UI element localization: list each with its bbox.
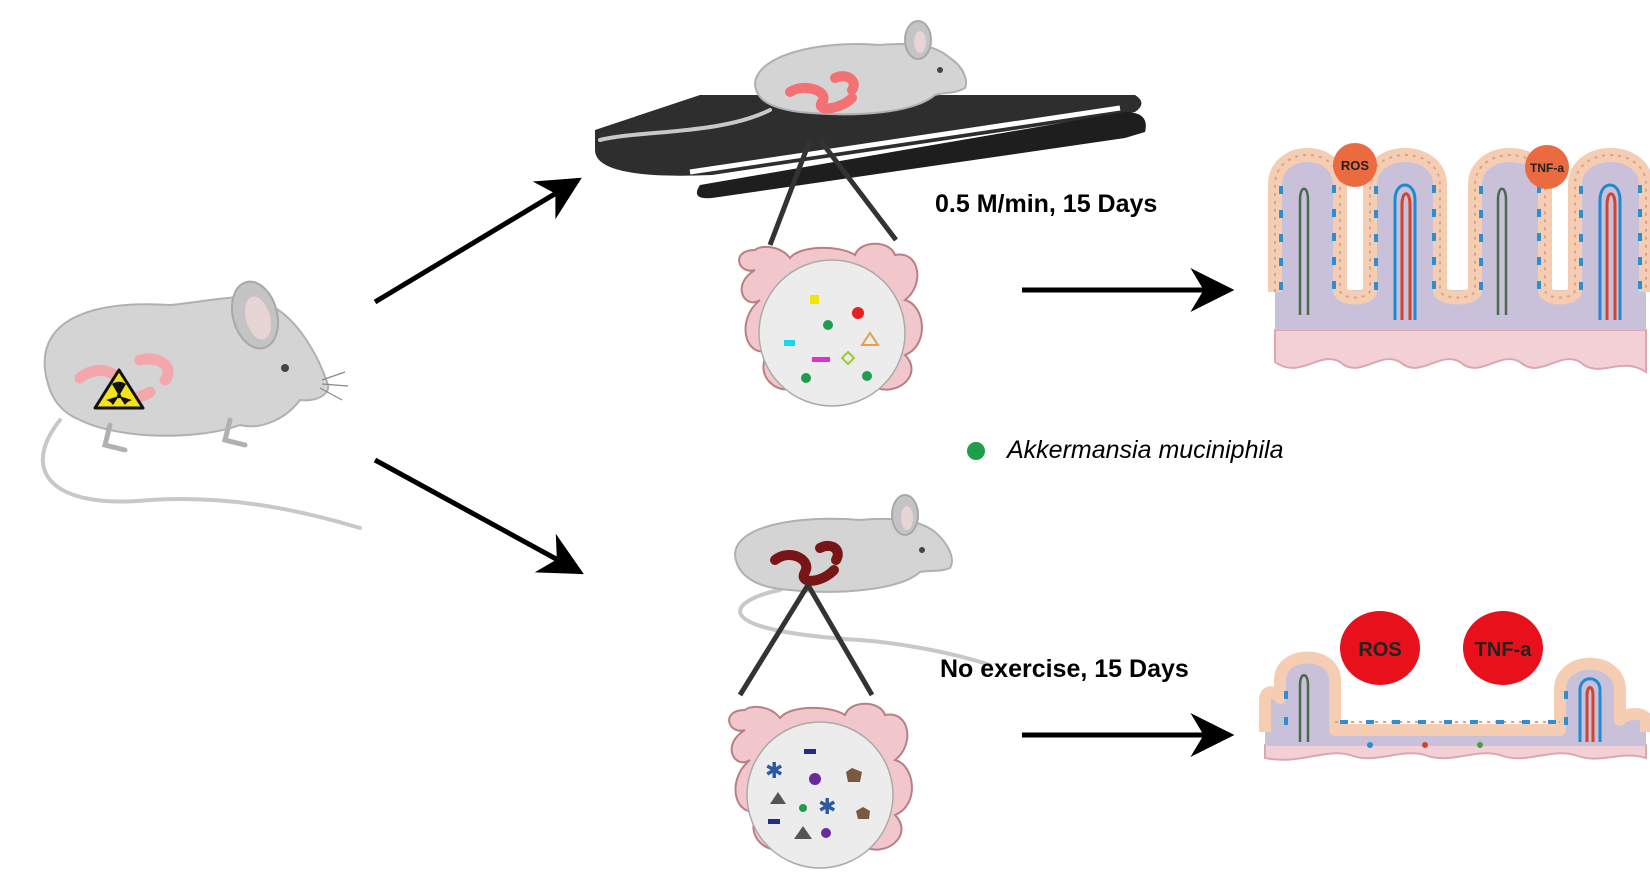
legend-label: Akkermansia muciniphila — [1007, 436, 1284, 464]
villi-healthy — [1268, 148, 1650, 374]
intestine-bottom: ✱ ✱ — [728, 702, 913, 869]
akkermansia-dot-icon — [967, 441, 985, 460]
zoom-lines-bottom — [737, 583, 875, 697]
ros-marker-top: ROS — [1333, 143, 1377, 187]
exercise-mouse — [598, 20, 968, 142]
tnf-marker-top: TNF-a — [1525, 145, 1569, 189]
no-exercise-condition-label: No exercise, 15 Days — [940, 655, 1189, 683]
irradiated-mouse — [40, 280, 362, 530]
treadmill — [595, 95, 1146, 199]
arrow-to-exercise — [373, 177, 582, 305]
svg-text:✱: ✱ — [818, 794, 836, 819]
svg-text:ROS: ROS — [1358, 639, 1401, 661]
svg-text:TNF-a: TNF-a — [1475, 639, 1533, 661]
ros-marker-bottom: ROS — [1340, 611, 1420, 685]
villi-damaged — [1259, 651, 1650, 761]
legend: Akkermansia muciniphila — [967, 436, 1284, 465]
arrow-to-no-exercise — [373, 457, 584, 575]
exercise-condition-label: 0.5 M/min, 15 Days — [935, 190, 1158, 218]
intestine-top — [738, 242, 923, 407]
svg-text:✱: ✱ — [765, 758, 783, 783]
sedentary-mouse — [733, 494, 992, 667]
zoom-lines-top — [767, 138, 898, 246]
svg-text:ROS: ROS — [1341, 158, 1370, 173]
tnf-marker-bottom: TNF-a — [1463, 611, 1543, 685]
radiation-warning-icon — [93, 368, 145, 410]
svg-text:TNF-a: TNF-a — [1530, 161, 1564, 175]
